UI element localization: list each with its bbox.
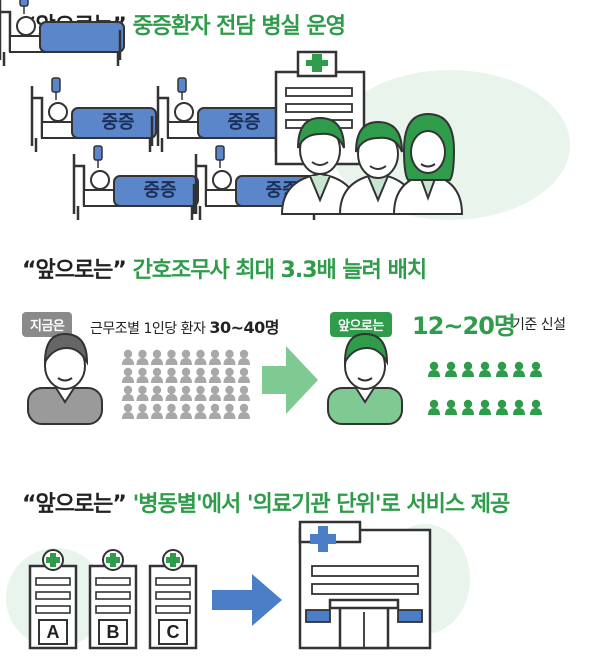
patient-gray-icon [194,385,207,401]
ward-label-c: C [166,622,180,642]
future-badge: 앞으로는 [330,312,392,337]
patient-gray-icon [238,349,250,365]
patient-gray-icon [151,367,163,383]
patient-gray-icon [151,385,163,401]
ward-label-b: B [106,622,120,642]
worker-green-icon [327,332,403,425]
patient-gray-icon [122,367,134,383]
arrow-right-icon [262,346,318,414]
bed-2: 중증 [156,76,288,154]
patient-gray-icon [238,367,250,383]
patient-gray-icon [238,403,250,419]
nurse-icon [280,116,360,215]
patient-green-icon [496,399,508,415]
patient-gray-icon [136,349,149,365]
nurse-icon [392,112,464,215]
patient-gray-icon [209,349,221,365]
patient-green-icon [428,399,440,415]
patient-gray-icon [180,349,192,365]
future-range: 12~20명 [412,312,516,340]
bed-1-label: 중증 [101,112,135,133]
patient-green-icon [462,399,474,415]
section1-title: “앞으로는” 중증환자 전담 병실 운영 [22,8,346,40]
patient-gray-icon [180,367,192,383]
bed-icon [0,0,125,66]
patient-gray-icon [223,367,236,383]
now-text: 근무조별 1인당 환자 30~40명 [90,314,279,338]
patient-green-icon [496,361,508,377]
patient-group-green [428,361,542,415]
now-range: 30~40명 [209,318,279,337]
patient-green-icon [445,399,457,415]
patient-green-icon [479,399,491,415]
ward-building-icon [28,549,78,650]
patient-gray-icon [122,385,134,401]
patient-gray-icon [165,385,178,401]
ward-label-a: A [46,622,60,642]
patient-gray-icon [165,367,178,383]
hospital-large-icon [298,520,432,650]
now-text-label: 근무조별 1인당 환자 [90,321,206,337]
section2-quote: “앞으로는” [22,258,127,283]
now-badge: 지금은 [22,312,73,337]
patient-green-icon [479,361,491,377]
section3-heading: '병동별'에서 '의료기관 단위'로 서비스 제공 [132,492,511,517]
patient-gray-icon [180,403,192,419]
patient-gray-icon [209,367,221,383]
patient-green-icon [530,399,542,415]
patient-gray-icon [194,403,207,419]
patient-gray-icon [136,403,149,419]
patient-green-icon [462,361,474,377]
patient-gray-icon [136,385,149,401]
bed-1: 중증 [30,76,162,154]
bed-3: 중증 [72,144,204,222]
patient-gray-icon [136,367,149,383]
patient-gray-icon [194,349,207,365]
patient-gray-icon [151,403,163,419]
arrow-right-icon [212,574,282,626]
section1-heading: 중증환자 전담 병실 운영 [132,14,346,39]
patient-green-icon [513,361,525,377]
patient-green-icon [445,361,457,377]
patient-gray-icon [223,385,236,401]
patient-gray-icon [151,349,163,365]
section3-quote: “앞으로는” [22,492,127,517]
patient-gray-icon [209,385,221,401]
patient-green-icon [428,361,440,377]
patient-gray-icon [165,403,178,419]
worker-gray-icon [27,332,103,425]
nurse-icon [338,120,418,215]
ward-building-icon [88,549,138,650]
ward-building-icon [148,549,198,650]
section2-heading: 간호조무사 최대 3.3배 늘려 배치 [132,258,427,283]
patient-gray-icon [223,349,236,365]
bed-3-label: 중증 [143,180,177,201]
patient-green-icon [513,399,525,415]
patient-group-gray [122,349,250,419]
section2-title: “앞으로는” 간호조무사 최대 3.3배 늘려 배치 [22,252,427,284]
patient-gray-icon [165,349,178,365]
patient-gray-icon [209,403,221,419]
patient-green-icon [530,361,542,377]
future-text: 기준 신설 [512,317,566,333]
bed-2-label: 중증 [227,112,261,133]
patient-gray-icon [122,349,134,365]
patient-gray-icon [223,403,236,419]
patient-gray-icon [180,385,192,401]
section3-title: “앞으로는” '병동별'에서 '의료기관 단위'로 서비스 제공 [22,486,511,518]
patient-gray-icon [122,403,134,419]
patient-gray-icon [238,385,250,401]
patient-gray-icon [194,367,207,383]
